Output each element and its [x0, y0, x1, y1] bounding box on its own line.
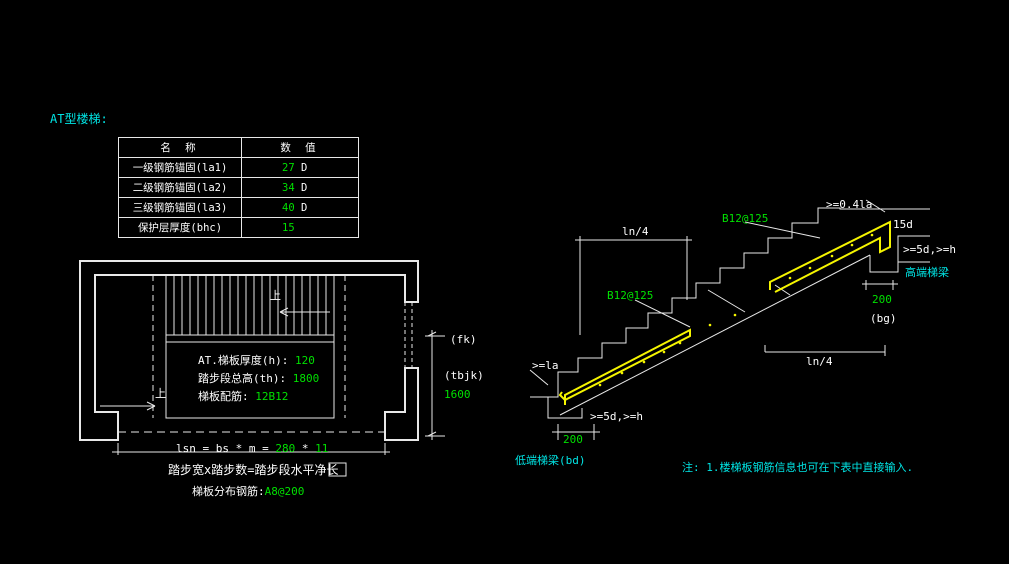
up-arrow-label-top: 上 [270, 289, 281, 302]
ln4-top-label: ln/4 [622, 225, 649, 238]
rebar-value[interactable]: 12B12 [255, 390, 289, 403]
la3-unit: D [300, 201, 308, 214]
la2-unit: D [300, 181, 308, 194]
lsn-formula: lsn = bs * m = 280 * 11 [176, 442, 329, 455]
section-rebar [558, 220, 891, 405]
tbjk-label: (tbjk) [444, 369, 484, 382]
row-label: 三级钢筋锚固(la3) [118, 197, 242, 218]
upper-rebar-value[interactable]: B12@125 [722, 212, 769, 225]
fk-label: (fk) [450, 333, 477, 346]
row-value-cell[interactable]: 15 [241, 217, 359, 238]
bg-label: (bg) [870, 312, 897, 325]
anchorage-table: 名 称 数 值 一级钢筋锚固(la1) 27 D 二级钢筋锚固(la2) 34 … [118, 137, 359, 238]
rebar-label: 梯板配筋: 12B12 [198, 390, 289, 403]
header-value: 数 值 [241, 137, 359, 158]
anchor-04la-label: >=0.4la [826, 198, 873, 211]
la3-value[interactable]: 40 [282, 201, 295, 214]
table-row: 保护层厚度(bhc) 15 [118, 217, 359, 238]
table-row: 三级钢筋锚固(la3) 40 D [118, 197, 359, 218]
row-label: 保护层厚度(bhc) [118, 217, 242, 238]
stair-width-value[interactable]: 1600 [444, 388, 471, 401]
input-note: 注: 1.楼梯板钢筋信息也可在下表中直接输入. [682, 461, 914, 474]
thickness-label: AT.梯板厚度(h): 120 [198, 354, 315, 367]
la2-value[interactable]: 34 [282, 181, 295, 194]
distribution-rebar-label: 梯板分布钢筋:A8@200 [192, 485, 305, 498]
lower-rebar-value[interactable]: B12@125 [607, 289, 654, 302]
section-stairs [529, 199, 930, 440]
plan-view-walls [79, 260, 419, 441]
distribution-rebar-value[interactable]: A8@200 [264, 485, 305, 498]
hook-bottom-label: >=5d,>=h [590, 410, 643, 423]
low-beam-width-value[interactable]: 200 [563, 433, 583, 446]
bhc-value[interactable]: 15 [282, 221, 295, 234]
high-end-beam-label: 高端梯梁 [905, 266, 949, 279]
thickness-value[interactable]: 120 [294, 354, 315, 367]
la1-value[interactable]: 27 [282, 161, 295, 174]
height-value[interactable]: 1800 [292, 372, 320, 385]
hook-top-label: >=5d,>=h [903, 243, 956, 256]
row-label: 一级钢筋锚固(la1) [118, 157, 242, 178]
high-beam-width-value[interactable]: 200 [872, 293, 892, 306]
up-arrow-label-bottom: 上 [155, 387, 166, 400]
ln4-bottom-label: ln/4 [806, 355, 833, 368]
stair-type-title: AT型楼梯: [50, 112, 108, 126]
formula-note: 踏步宽x踏步数=踏步段水平净长 [168, 463, 339, 477]
la1-unit: D [300, 161, 308, 174]
d15-label: 15d [893, 218, 913, 231]
plan-view-inner [100, 275, 445, 477]
anchor-la-label: >=la [532, 359, 559, 372]
rebar-dots [598, 233, 874, 387]
bs-value[interactable]: 280 [275, 442, 296, 455]
low-end-beam-label: 低端梯梁(bd) [515, 454, 586, 467]
height-label: 踏步段总高(th): 1800 [198, 372, 320, 385]
table-header-row: 名 称 数 值 [118, 137, 359, 158]
m-value[interactable]: 11 [315, 442, 329, 455]
